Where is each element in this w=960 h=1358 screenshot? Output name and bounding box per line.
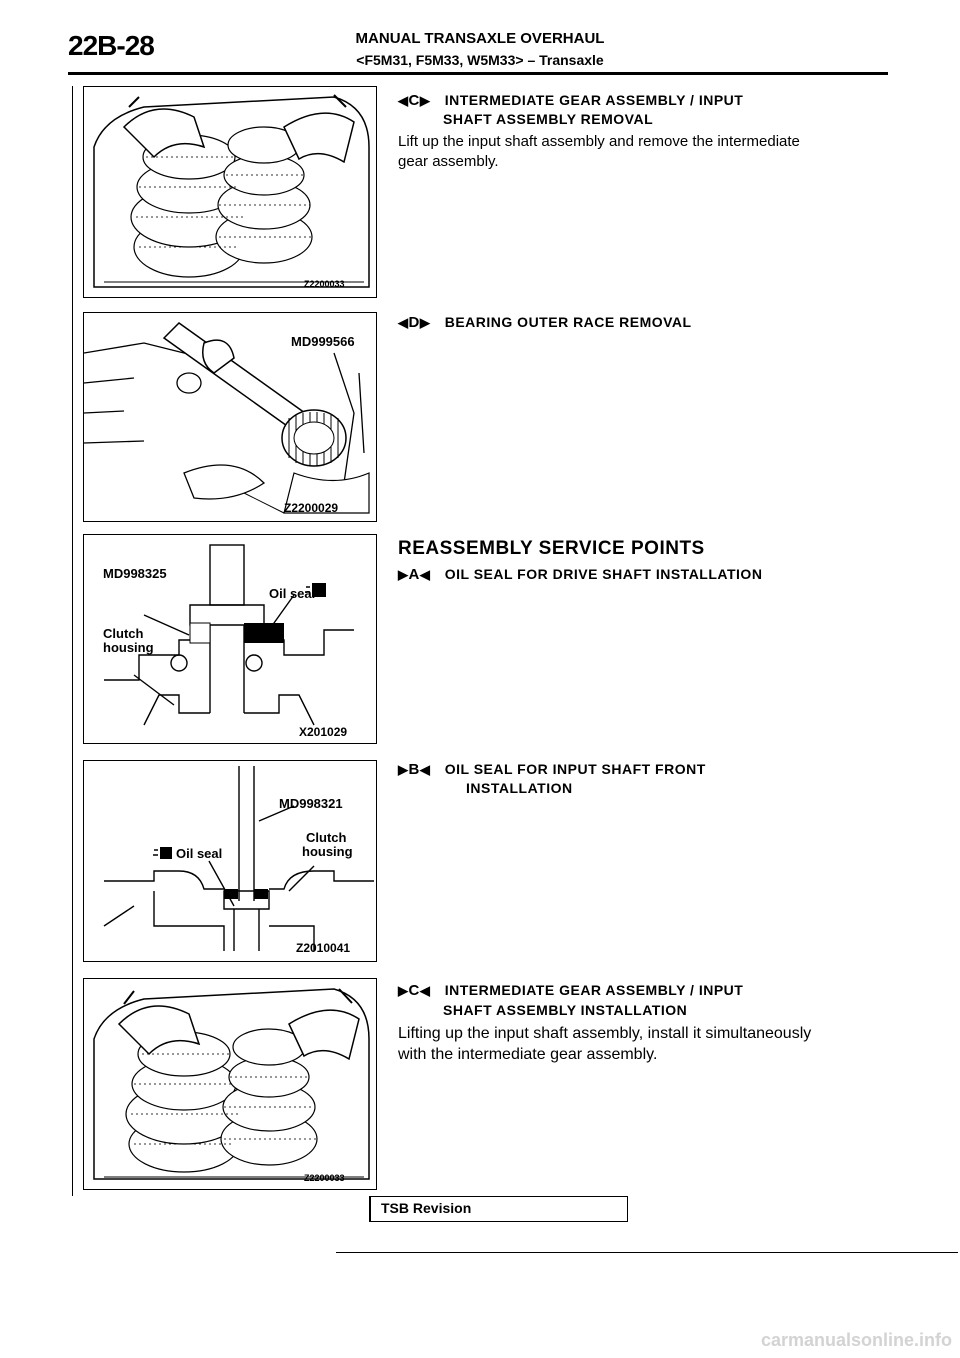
figure-code: Z2200029 (284, 501, 339, 515)
section-letter: C (408, 92, 420, 109)
header-rule (68, 72, 888, 75)
figure-gear-removal: Z2200033 (83, 86, 377, 298)
section-heading-a-install: ▶A◀ OIL SEAL FOR DRIVE SHAFT INSTALLATIO… (398, 566, 762, 583)
figure-input-shaft-seal: MD998321 Clutch housing Oil seal Z201004… (83, 760, 377, 962)
figure-drive-shaft-seal: MD998325 Oil seal Clutch housing X201029 (83, 534, 377, 744)
figure-gear-installation: Z2200033 (83, 978, 377, 1190)
left-triangle-icon: ◀ (419, 567, 431, 582)
left-triangle-icon: ◀ (419, 983, 431, 998)
section-letter: A (408, 566, 420, 583)
tool-label: MD999566 (291, 334, 355, 349)
figure-code: Z2200033 (304, 1173, 345, 1183)
section-heading-d-removal: ◀D▶ BEARING OUTER RACE REMOVAL (398, 314, 692, 331)
heading-text: INTERMEDIATE GEAR ASSEMBLY / INPUT (444, 92, 744, 108)
seal-tool-illustration-icon (84, 535, 376, 743)
section-heading-b-install: ▶B◀ OIL SEAL FOR INPUT SHAFT FRONT (398, 761, 706, 778)
figure-column: Z2200033 MD999566 (72, 86, 379, 1196)
tool-label: MD998325 (103, 566, 167, 581)
reassembly-title: REASSEMBLY SERVICE POINTS (398, 538, 705, 559)
body-text: Lifting up the input shaft assembly, ins… (398, 1025, 812, 1042)
heading-text: OIL SEAL FOR INPUT SHAFT FRONT (444, 761, 706, 777)
clutch-label: Clutch (103, 626, 144, 641)
heading-text-line2: INSTALLATION (466, 780, 573, 796)
tsb-revision-label: TSB Revision (381, 1200, 472, 1216)
tsb-revision-box (369, 1196, 628, 1222)
heading-text-line2: SHAFT ASSEMBLY INSTALLATION (443, 1002, 688, 1018)
heading-text: OIL SEAL FOR DRIVE SHAFT INSTALLATION (444, 566, 763, 582)
figure-bearing-removal: MD999566 Z2200029 (83, 312, 377, 522)
heading-text: BEARING OUTER RACE REMOVAL (444, 314, 692, 330)
right-triangle-icon: ▶ (398, 983, 409, 998)
heading-text: INTERMEDIATE GEAR ASSEMBLY / INPUT (444, 982, 744, 998)
figure-code: X201029 (299, 725, 348, 739)
heading-text-line2: SHAFT ASSEMBLY REMOVAL (443, 111, 654, 127)
figure-code: Z2010041 (296, 941, 351, 955)
oil-seal-label: Oil seal (176, 846, 223, 861)
right-triangle-icon: ▶ (398, 567, 409, 582)
section-letter: D (408, 314, 420, 331)
body-text: with the intermediate gear assembly. (398, 1046, 658, 1063)
header-subtitle: <F5M31, F5M33, W5M33> – Transaxle (356, 52, 604, 68)
input-seal-tool-illustration-icon (84, 761, 376, 961)
body-text: Lift up the input shaft assembly and rem… (398, 133, 800, 150)
right-triangle-icon: ▶ (419, 315, 431, 330)
housing-label: housing (302, 844, 353, 859)
right-triangle-icon: ▶ (398, 762, 409, 777)
page-number: 22B-28 (68, 30, 155, 61)
section-heading-c-removal: ◀C▶ INTERMEDIATE GEAR ASSEMBLY / INPUT (398, 92, 743, 109)
bearing-illustration-icon (84, 313, 376, 521)
gear-illustration-icon (84, 87, 376, 297)
oil-seal-label: Oil seal (269, 586, 316, 601)
clutch-label: Clutch (306, 830, 347, 845)
right-triangle-icon: ▶ (419, 93, 431, 108)
housing-label: housing (103, 640, 154, 655)
header-title: MANUAL TRANSAXLE OVERHAUL (355, 30, 605, 47)
tool-label: MD998321 (279, 796, 343, 811)
figure-code: Z2200033 (304, 279, 345, 289)
section-letter: C (408, 982, 420, 999)
left-triangle-icon: ◀ (419, 762, 431, 777)
section-heading-c-install: ▶C◀ INTERMEDIATE GEAR ASSEMBLY / INPUT (398, 982, 743, 999)
footer-rule (336, 1252, 958, 1253)
watermark: carmanualsonline.info (760, 1330, 952, 1350)
left-triangle-icon: ◀ (398, 93, 409, 108)
gear-install-illustration-icon (84, 979, 376, 1189)
section-letter: B (408, 761, 420, 778)
body-text: gear assembly. (398, 153, 499, 170)
left-triangle-icon: ◀ (398, 315, 409, 330)
